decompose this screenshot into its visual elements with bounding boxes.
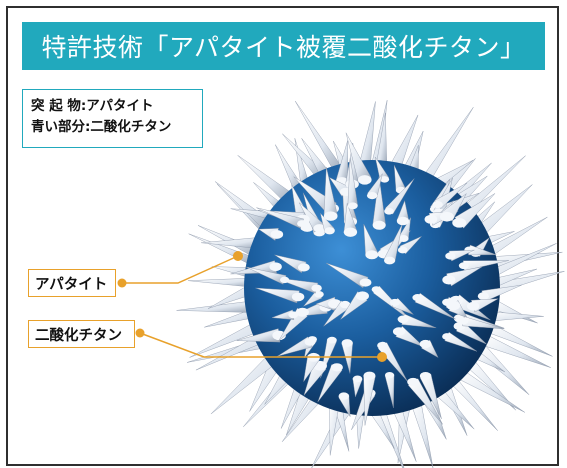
apatite-spike-base: [407, 377, 419, 387]
apatite-spike-base: [297, 263, 310, 272]
apatite-spike-base: [311, 284, 322, 292]
apatite-spike-base: [304, 338, 316, 346]
apatite-spikes-front: [230, 132, 522, 430]
apatite-spike-base: [338, 392, 350, 400]
apatite-spike-base: [270, 229, 284, 239]
apatite-spike-base: [343, 227, 358, 237]
apatite-spike-base: [424, 214, 438, 224]
callout-apatite-label: アパタイト: [35, 276, 108, 293]
apatite-spike-base: [297, 220, 307, 228]
apatite-spike-base: [377, 341, 388, 350]
apatite-spike-base: [288, 311, 299, 319]
apatite-spike-base: [314, 291, 324, 298]
apatite-spike-base: [327, 336, 337, 344]
apatite-spike-base: [372, 220, 386, 230]
apatite-spike-base: [313, 224, 326, 233]
callout-tio2: 二酸化チタン: [28, 320, 135, 348]
apatite-spike-base: [365, 250, 379, 260]
apatite-spike-base: [477, 292, 489, 301]
apatite-spike-base: [445, 252, 456, 260]
apatite-spike-base: [396, 216, 410, 226]
apatite-spike-base: [359, 278, 372, 287]
apatite-spike-base: [363, 371, 376, 380]
apatite-spike-base: [397, 315, 409, 324]
callout-dot-tio2-target: [377, 352, 387, 362]
apatite-spike-base: [352, 375, 363, 383]
apatite-spike-base: [384, 256, 396, 265]
apatite-spike-base: [446, 300, 461, 311]
callout-tio2-label: 二酸化チタン: [35, 327, 122, 344]
apatite-spike-base: [324, 227, 335, 235]
apatite-spike-base: [330, 363, 343, 372]
page-title: 特許技術「アパタイト被覆二酸化チタン」: [41, 33, 526, 62]
apatite-spike-base: [385, 371, 395, 379]
apatite-spike-base: [442, 333, 452, 340]
apatite-spike-base: [347, 202, 358, 210]
apatite-spike-base: [379, 176, 390, 183]
apatite-spike-base: [339, 300, 351, 309]
legend-box: 突 起 物:アパタイト 青い部分:二酸化チタン: [22, 89, 203, 148]
apatite-spike-base: [458, 317, 469, 325]
apatite-spike: [358, 101, 376, 168]
apatite-spike-base: [397, 246, 408, 254]
apatite-spike-base: [269, 262, 282, 272]
leader-line-tio2: [139, 332, 382, 358]
apatite-spike-base: [458, 262, 469, 270]
apatite-spike-base: [355, 291, 369, 301]
apatite-spike-base: [384, 207, 394, 215]
apatite-spike-base: [341, 339, 353, 347]
apatite-spike-base: [295, 307, 309, 317]
apatite-spike-base: [432, 201, 443, 209]
apatite-spike-base: [279, 276, 290, 284]
apatite-spike-base: [419, 339, 432, 349]
apatite-spike-base: [452, 217, 467, 228]
apatite-spike: [188, 277, 251, 288]
apatite-spike-base: [412, 294, 423, 302]
legend-line-spikes: 突 起 物:アパタイト: [31, 98, 154, 114]
apatite-spike-base: [366, 191, 378, 200]
apatite-spike-base: [419, 371, 432, 380]
apatite-spike-base: [371, 286, 381, 293]
apatite-spike-base: [466, 301, 480, 311]
apatite-spike-base: [357, 175, 372, 185]
leader-lines: [122, 255, 382, 358]
callout-dot-apatite-target: [233, 251, 243, 261]
legend-line-blue: 青い部分:二酸化チタン: [31, 119, 172, 135]
callout-dot-apatite-left: [117, 278, 127, 288]
title-banner: 特許技術「アパタイト被覆二酸化チタン」: [22, 22, 545, 70]
leader-line-apatite: [122, 255, 239, 284]
callout-dot-tio2-left: [135, 328, 145, 338]
apatite-spike-base: [398, 235, 409, 243]
apatite-spike-base: [442, 275, 456, 285]
apatite-spike-base: [440, 211, 454, 222]
apatite-spike-base: [323, 211, 338, 221]
apatite-spike-base: [291, 292, 305, 302]
apatite-spike-base: [389, 298, 401, 306]
callout-apatite: アパタイト: [28, 269, 116, 297]
apatite-spike-base: [392, 327, 406, 336]
